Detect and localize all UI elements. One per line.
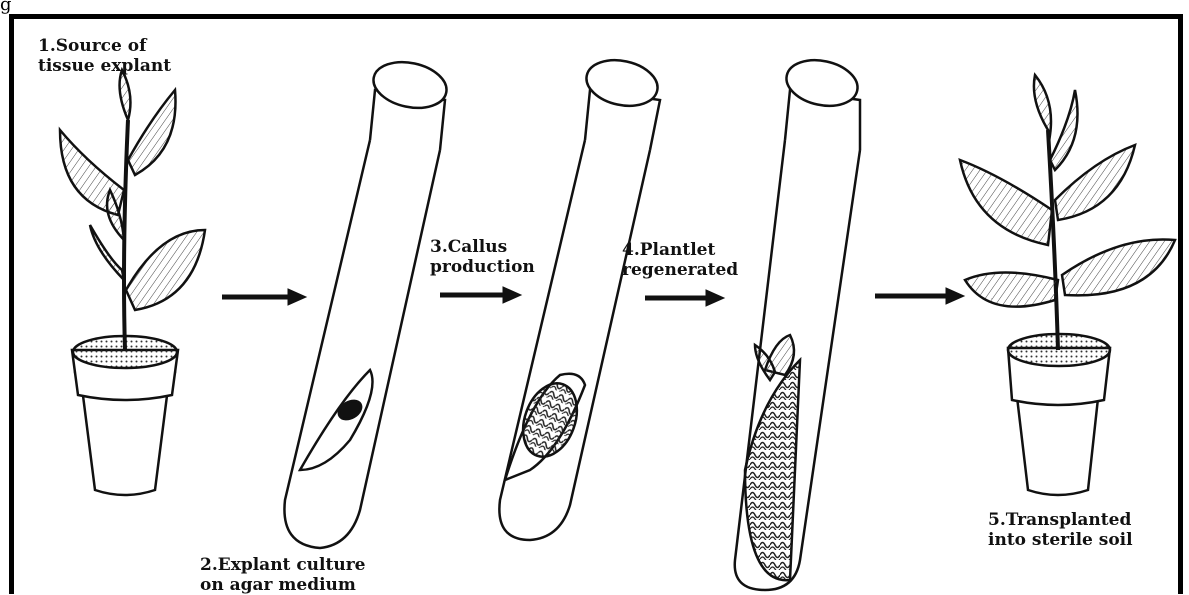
step-4-label: 4.Plantlet regenerated bbox=[622, 240, 738, 280]
step-1-label: 1.Source of tissue explant bbox=[38, 36, 171, 76]
step-3-label: 3.Callus production bbox=[430, 237, 535, 277]
arrow-2 bbox=[440, 287, 521, 303]
test-tube-plantlet bbox=[735, 54, 862, 590]
step-2-label: 2.Explant culture on agar medium bbox=[200, 555, 365, 595]
step-5-label: 5.Transplanted into sterile soil bbox=[988, 510, 1133, 550]
transplanted-plant-pot bbox=[1008, 334, 1110, 495]
source-plant bbox=[60, 70, 205, 350]
arrow-4 bbox=[875, 288, 964, 304]
arrow-3 bbox=[645, 290, 724, 306]
arrow-1 bbox=[222, 289, 306, 305]
source-plant-pot bbox=[72, 336, 178, 495]
test-tube-callus bbox=[499, 54, 661, 540]
test-tube-explant bbox=[284, 56, 450, 548]
transplanted-plant bbox=[960, 75, 1175, 350]
